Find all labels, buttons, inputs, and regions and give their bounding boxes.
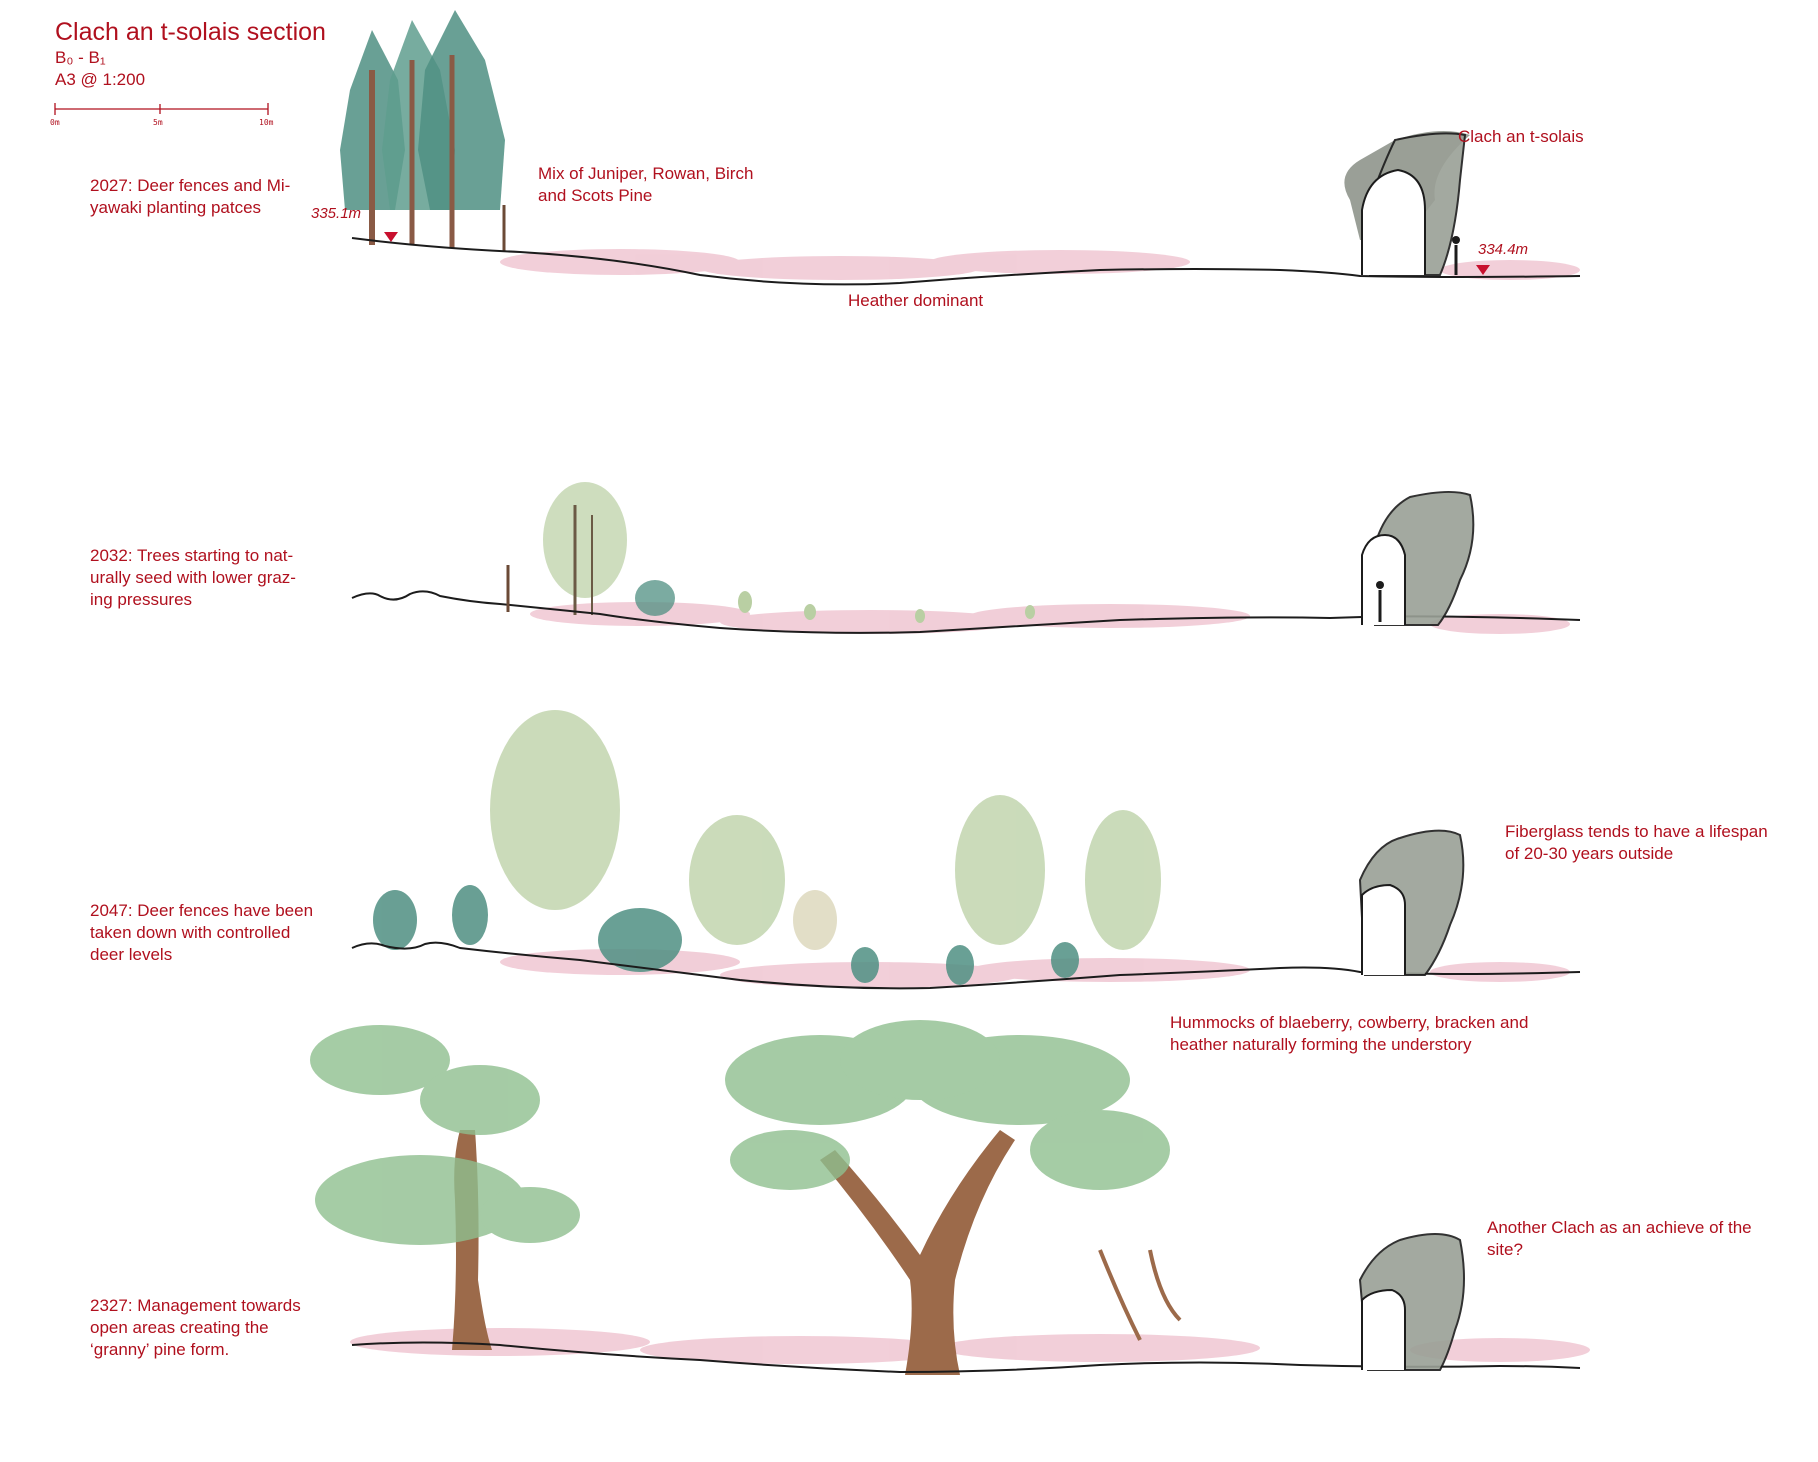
pine-saplings <box>373 885 1079 985</box>
section-reference: B₀ - B₁ <box>55 48 106 67</box>
elevation-marker-right <box>1476 265 1490 275</box>
clach-stone <box>1361 491 1475 626</box>
year-caption-2327: 2327: Management towards open areas crea… <box>90 1296 301 1360</box>
ground-line <box>351 941 1581 990</box>
clach-stone <box>1344 131 1470 276</box>
section-2027 <box>340 10 1581 286</box>
scale-tick-10: 10m <box>259 118 274 127</box>
clach-stone <box>1358 1233 1465 1371</box>
ground-label: Heather dominant <box>848 291 984 310</box>
scale-tick-5: 5m <box>153 118 163 127</box>
ground-line <box>351 237 1581 286</box>
year-caption-2047: 2047: Deer fences have been taken down w… <box>90 901 314 965</box>
planting-label: Mix of Juniper, Rowan, Birch and Scots P… <box>538 164 754 206</box>
person-figure <box>1376 581 1384 622</box>
clach-stone <box>1358 829 1465 976</box>
young-birch <box>543 482 627 615</box>
scots-pine-group <box>340 10 506 252</box>
birch-trees <box>490 710 1161 950</box>
stone-label: Clach an t-solais <box>1458 127 1584 146</box>
year-caption-2027: 2027: Deer fences and Mi- yawaki plantin… <box>90 176 291 218</box>
year-caption-2032: 2032: Trees starting to nat- urally seed… <box>90 546 296 610</box>
heather-band <box>350 1328 1590 1364</box>
section-2047 <box>351 710 1581 990</box>
section-2032 <box>351 482 1581 634</box>
elevation-label-right: 334.4m <box>1478 241 1529 258</box>
scale-tick-0: 0m <box>50 118 60 127</box>
stone-lifespan-note: Fiberglass tends to have a lifespan of 2… <box>1505 822 1768 864</box>
granny-pine-centre <box>725 1020 1182 1375</box>
section-2327 <box>310 1020 1590 1375</box>
elevation-label-left: 335.1m <box>311 205 362 222</box>
person-figure <box>1452 236 1460 275</box>
understory-note: Hummocks of blaeberry, cowberry, bracken… <box>1170 1013 1529 1055</box>
sheet-scale: A3 @ 1:200 <box>55 70 146 89</box>
ground-line <box>351 590 1581 634</box>
elevation-marker-left <box>384 232 398 242</box>
scale-bar <box>54 103 269 115</box>
drawing-title: Clach an t-solais section <box>55 18 326 46</box>
shrub <box>635 580 1035 623</box>
granny-pine-left <box>310 1025 580 1350</box>
heather-band <box>500 949 1570 988</box>
another-clach-note: Another Clach as an achieve of the site? <box>1487 1218 1752 1260</box>
